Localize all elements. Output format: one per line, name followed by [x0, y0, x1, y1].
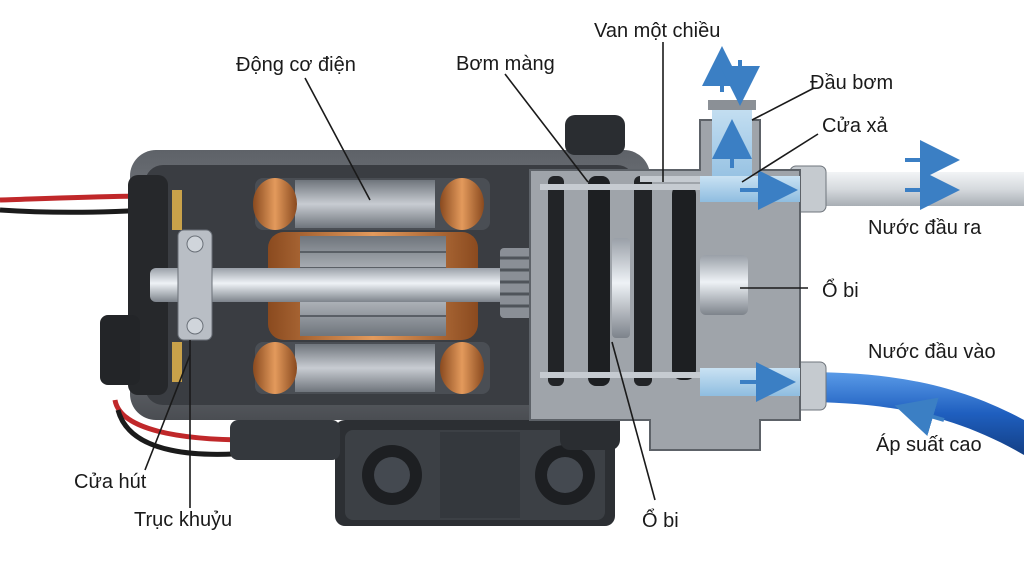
label-diaphragm-pump: Bơm màng: [456, 53, 555, 75]
label-water-out: Nước đầu ra: [868, 217, 982, 239]
motor-internals: [150, 178, 590, 394]
label-crankshaft: Trục khuỷu: [134, 509, 232, 531]
label-motor: Động cơ điện: [236, 54, 356, 76]
label-check-valve: Van một chiều: [594, 20, 720, 42]
labels: Động cơ điện Bơm màng Van một chiều Đầu …: [74, 20, 996, 532]
label-bearing-bottom: Ổ bi: [642, 508, 679, 532]
label-pump-head: Đầu bơm: [810, 72, 893, 94]
mounting-base: [335, 420, 615, 526]
label-bearing-right: Ổ bi: [822, 278, 859, 302]
label-suction-port: Cửa hút: [74, 471, 147, 493]
label-water-in: Nước đầu vào: [868, 341, 996, 363]
leader-lines: [144, 42, 819, 508]
high-pressure-arrow: [894, 397, 945, 436]
flow-arrows: [702, 46, 960, 436]
label-high-pressure: Áp suất cao: [876, 433, 982, 456]
label-discharge-port: Cửa xả: [822, 115, 889, 137]
pump-head: [529, 100, 801, 451]
